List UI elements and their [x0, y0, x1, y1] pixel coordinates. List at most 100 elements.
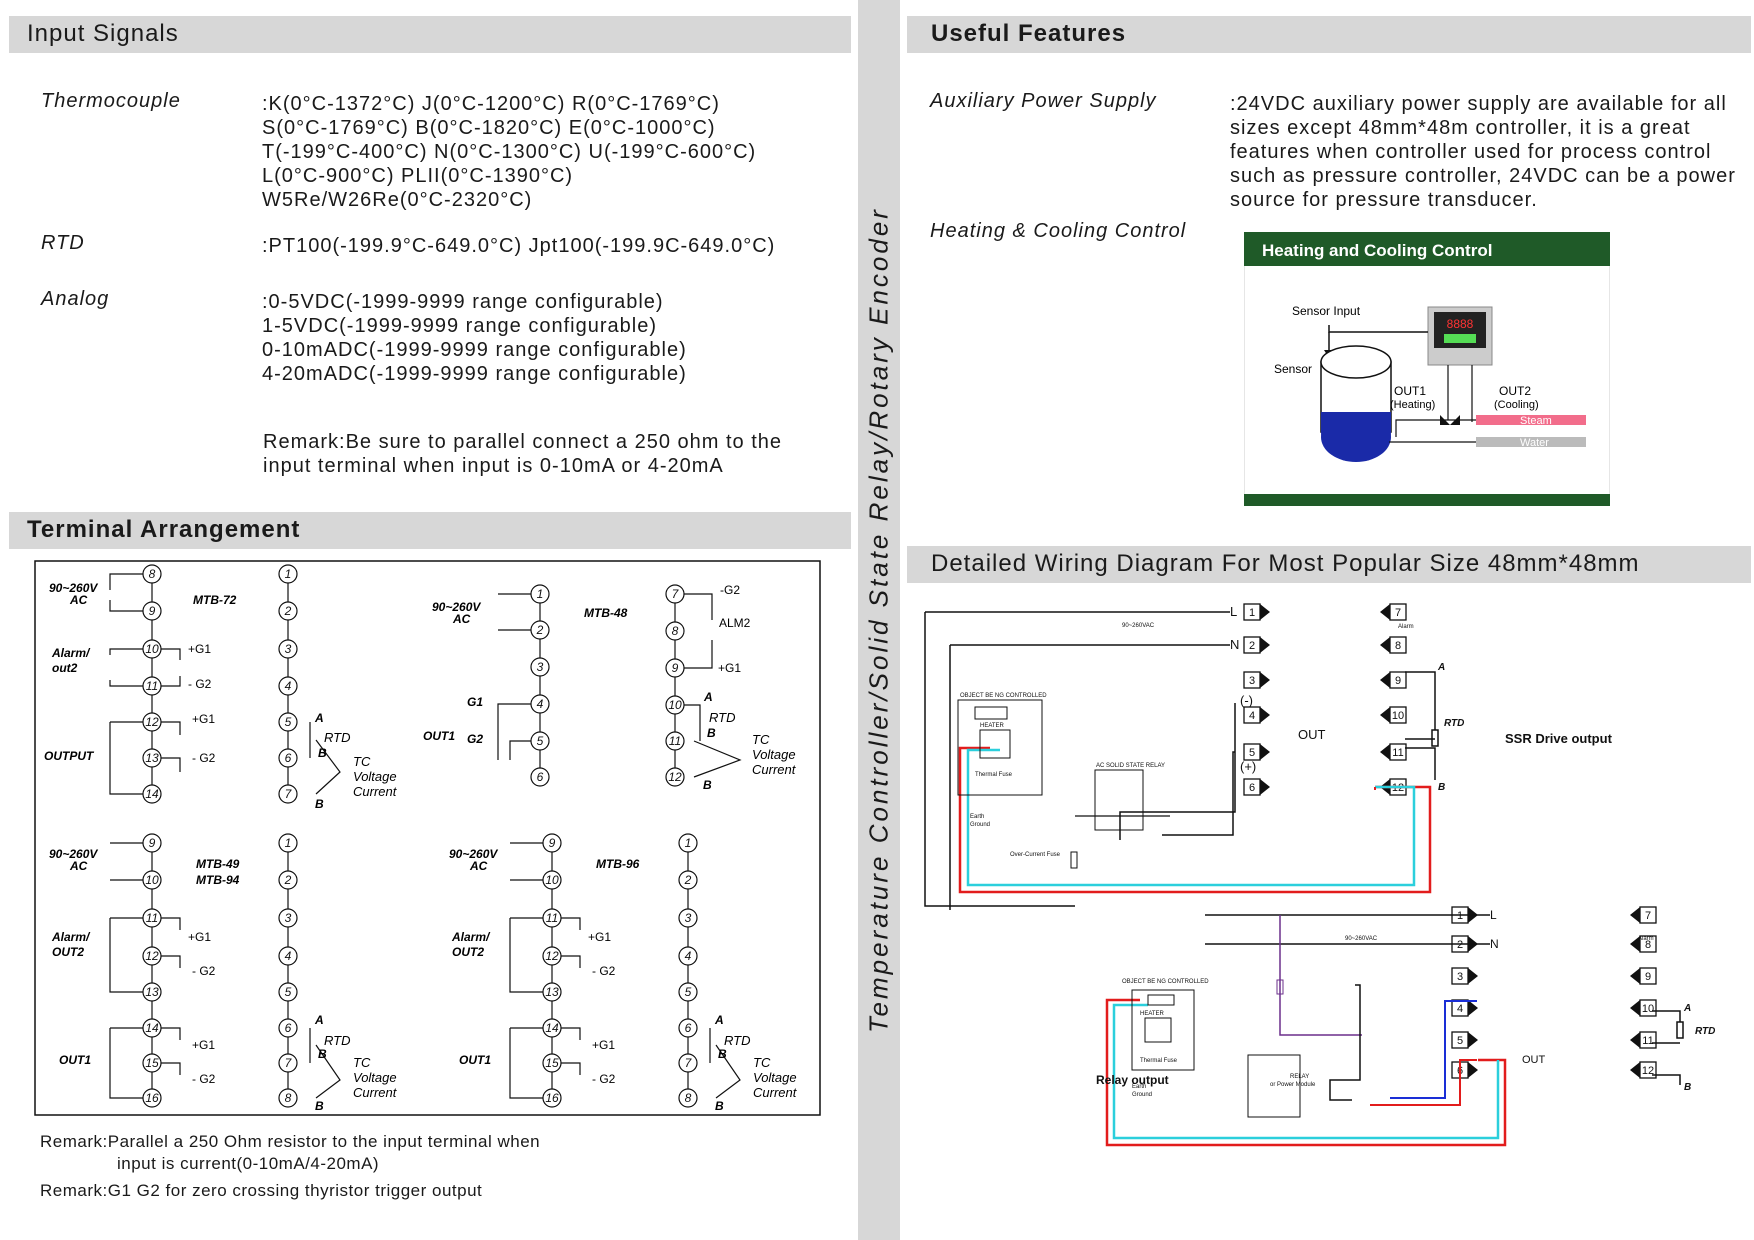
mtb96-out1-label: OUT1: [459, 1053, 491, 1067]
wiring-terminal-11: 11: [1630, 1031, 1657, 1049]
wiring-terminal-4: 4: [1243, 706, 1270, 724]
terminal-number: 14: [145, 1021, 159, 1035]
mtb94-model: MTB-94: [196, 873, 240, 887]
aux-line-3: features when controller used for proces…: [1230, 141, 1712, 163]
mtb96-rtd: RTD: [724, 1033, 750, 1048]
terminal-8: [278, 1088, 298, 1108]
wire: [109, 918, 143, 993]
terminal-number: 7: [672, 587, 680, 601]
terminal-4: [278, 946, 298, 966]
terminal-number: 1: [537, 587, 544, 601]
hc-sensor: Sensor: [1274, 362, 1312, 376]
mtb96-power-label: 90~260V: [449, 847, 498, 861]
terminal-1: [278, 564, 298, 584]
hc-out2-sub: (Cooling): [1494, 399, 1539, 411]
ssr-rtd: RTD: [1444, 718, 1464, 729]
hc-water-pipe: [1476, 437, 1586, 447]
terminal-16: [142, 1088, 162, 1108]
terminal-7: [278, 1053, 298, 1073]
terminal-number: 2: [284, 604, 292, 618]
terminal-8: [142, 564, 162, 584]
analog-line-1: :0-5VDC(-1999-9999 range configurable): [262, 291, 664, 313]
terminal-number: 4: [537, 697, 544, 711]
ssr-heater-label: HEATER: [980, 723, 1005, 729]
relay-module-label: RELAY: [1290, 1074, 1309, 1080]
mtb49-out2-label: OUT2: [52, 945, 84, 959]
terminal-16: [542, 1088, 562, 1108]
mtb72-alarm-label: Alarm/: [51, 646, 91, 660]
wire: [561, 1062, 581, 1075]
mtb49-alarm-label: Alarm/: [51, 930, 91, 944]
mtb72-b1: B: [318, 746, 327, 760]
ssr-neg: (-): [1240, 693, 1253, 708]
mtb96-a: A: [714, 1013, 724, 1027]
mtb48-g2: G2: [467, 732, 483, 746]
wire: [684, 640, 713, 669]
terminal-number: 9: [149, 836, 156, 850]
mtb48-mg2: -G2: [720, 583, 740, 597]
analog-line-2: 1-5VDC(-1999-9999 range configurable): [262, 315, 657, 337]
terminal-number: 16: [545, 1091, 559, 1105]
terminal-6: [678, 1018, 698, 1038]
relay-supply-label: 90~260VAC: [1345, 936, 1378, 942]
wire: [315, 739, 341, 795]
wiring-terminal-8: 8: [1630, 935, 1657, 953]
svg-text:10: 10: [1642, 1003, 1654, 1015]
tc-line-2: S(0°C-1769°C) B(0°C-1820°C) E(0°C-1000°C…: [262, 117, 716, 139]
wire: [109, 722, 143, 795]
terminal-number: 13: [145, 985, 159, 999]
terminal-2: [530, 620, 550, 640]
relay-module-label-2: or Power Module: [1270, 1082, 1316, 1088]
wiring-terminal-2: 2: [1243, 636, 1270, 654]
mtb96-model: MTB-96: [596, 857, 640, 871]
wiring-terminal-5: 5: [1451, 1031, 1478, 1049]
ssr-relay-label: AC SOLID STATE RELAY: [1096, 763, 1165, 769]
terminal-11: [542, 908, 562, 928]
terminal-3: [278, 908, 298, 928]
terminal-number: 5: [285, 985, 292, 999]
wire: [693, 740, 742, 778]
svg-text:5: 5: [1249, 747, 1255, 759]
wire: [509, 1028, 543, 1099]
relay-heater-label: HEATER: [1140, 1011, 1165, 1017]
terminal-number: 2: [536, 623, 544, 637]
input-remark-line-1: Remark:Be sure to parallel connect a 250…: [263, 431, 783, 453]
analog-label: Analog: [41, 288, 110, 310]
terminal-10: [665, 695, 685, 715]
terminal-11: [142, 676, 162, 696]
relay-out: OUT: [1522, 1054, 1546, 1066]
mtb49-a: A: [314, 1013, 324, 1027]
terminal-number: 12: [545, 949, 559, 963]
mtb48-b1: B: [707, 726, 716, 740]
terminal-number: 14: [145, 787, 159, 801]
terminal-2: [278, 601, 298, 621]
mtb96-b2: B: [715, 1099, 724, 1113]
wire: [161, 648, 181, 660]
terminal-diagram-frame: [34, 560, 821, 1116]
hc-steam: Steam: [1520, 415, 1552, 427]
terminal-number: 4: [285, 949, 292, 963]
terminal-number: 11: [669, 734, 681, 748]
terminal-10: [142, 870, 162, 890]
wire: [315, 1044, 341, 1099]
terminal-2: [678, 870, 698, 890]
terminal-number: 9: [149, 604, 156, 618]
mtb49-ac-label: AC: [69, 859, 88, 873]
terminal-number: 13: [545, 985, 559, 999]
wiring-terminal-10: 10: [1380, 706, 1407, 724]
mtb48-g1b: +G1: [718, 661, 741, 675]
svg-text:2: 2: [1249, 640, 1255, 652]
terminal-remark-1b: input is current(0-10mA/4-20mA): [117, 1154, 380, 1173]
mtb96-g2a: - G2: [592, 964, 616, 978]
mtb72-tc: TC: [353, 754, 371, 769]
mtb72-g1a: +G1: [188, 642, 211, 656]
terminal-5: [530, 731, 550, 751]
wire: [109, 648, 143, 655]
wiring-terminal-1: 1: [1243, 603, 1270, 621]
hc-out1-sub: (Heating): [1390, 399, 1435, 411]
svg-text:4: 4: [1457, 1003, 1463, 1015]
tc-line-1: :K(0°C-1372°C) J(0°C-1200°C) R(0°C-1769°…: [262, 93, 720, 115]
terminal-1: [530, 584, 550, 604]
terminal-number: 3: [285, 642, 292, 656]
